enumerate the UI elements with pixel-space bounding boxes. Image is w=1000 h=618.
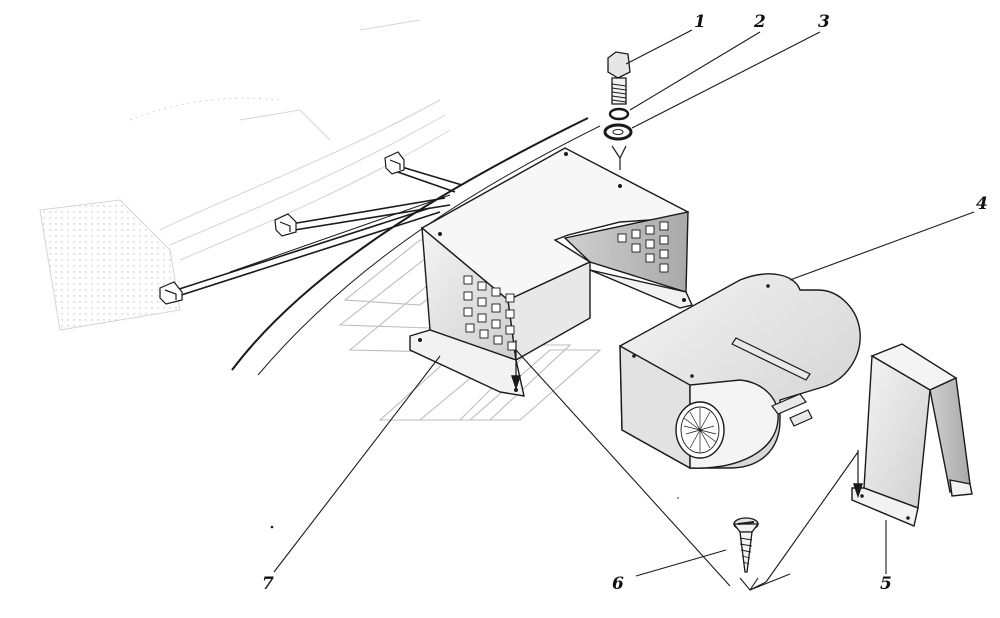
flat-washer-icon (603, 123, 633, 141)
wiring-harness (169, 164, 463, 299)
bolt-icon (607, 51, 631, 105)
support-bracket-icon (851, 343, 973, 527)
callout-3: 3 (818, 12, 830, 32)
callout-4: 4 (976, 194, 988, 214)
harness-clip-lower-icon (159, 281, 183, 305)
heater-blower-icon (619, 273, 861, 470)
spring-washer-icon (608, 107, 630, 121)
callout-6: 6 (612, 574, 624, 594)
bolt-pointer (611, 145, 627, 170)
leader-lines (273, 29, 975, 577)
stray-dot (270, 525, 274, 529)
self-tapping-screw-icon (732, 517, 760, 573)
screw-pointer-lines (515, 349, 859, 591)
cab-ghost-outline (39, 19, 451, 331)
heater-cover-icon (409, 147, 693, 397)
harness-clip-middle-icon (274, 213, 297, 237)
stray-dot (676, 496, 680, 500)
callout-2: 2 (754, 12, 766, 32)
callout-7: 7 (262, 574, 274, 594)
callout-1: 1 (694, 12, 706, 32)
cab-floor-curve (231, 117, 601, 376)
callout-5: 5 (880, 574, 892, 594)
harness-clip-upper-icon (384, 151, 405, 175)
